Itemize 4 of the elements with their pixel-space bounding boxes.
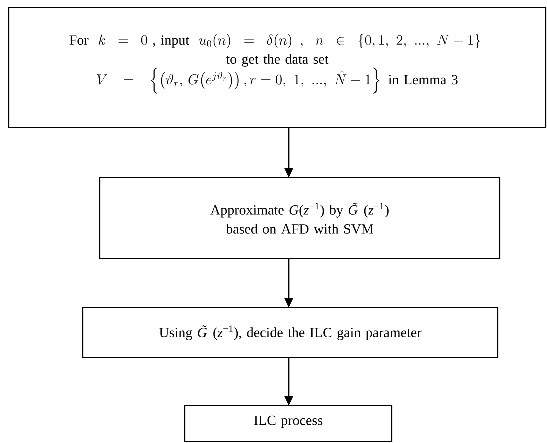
process-box: $\text{For }\ k=0\ \text{, input }\ u_0\!\left(n\right)=\delta\!\left(n\right)\ ,\ \ n\in\left\{0, 1,\ 2,\ ...,\ N-1\right\}$ to get the data set $V=\left\{\left(\vartheta_r,\,G\!\left(e^{j\vartheta_r}\right)\right), r=0,\ 1,\ ...,\ \hat{N}-1\right\}\text{ in Lemma 3}$ (8, 7, 547, 129)
process-box: Approximate G(z$^{−1}$) by G̃(z$^{−1}$) based on AFD with SVM (99, 177, 501, 260)
process-box: ILC process (184, 405, 393, 443)
process-box: Using G̃(z$^{−1}$), decide the ILC gain parameter (82, 307, 499, 359)
